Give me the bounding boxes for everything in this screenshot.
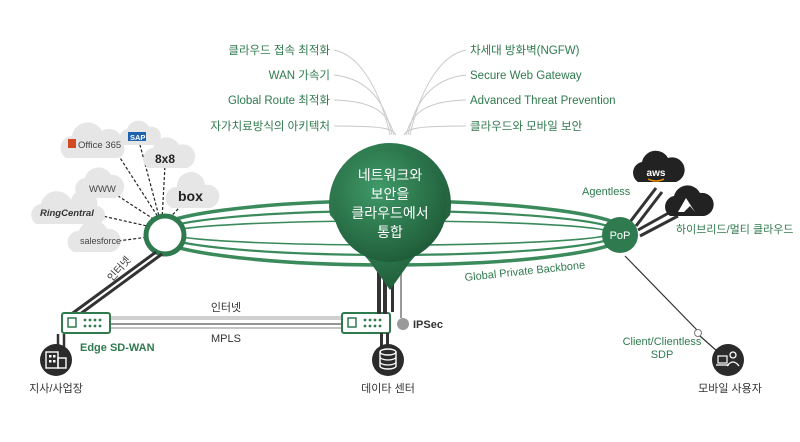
center-hub [329, 143, 452, 290]
mpls-label: MPLS [211, 333, 241, 345]
cloud-ringcentral-label: RingCentral [40, 208, 94, 219]
hybrid-cloud-label: 하이브리드/멀티 클라우드 [676, 222, 793, 236]
internet-link [65, 250, 163, 322]
branch-label: 지사/사업장 [29, 382, 83, 395]
ipsec-label: IPSec [413, 319, 443, 331]
feature-ngfw: 차세대 방화벽(NGFW) [470, 44, 580, 57]
edge-device-left [61, 312, 111, 334]
edge-device-datacenter [341, 312, 391, 334]
pop-label: PoP [610, 230, 631, 242]
ipsec-dot [397, 318, 409, 330]
azure-cloud [665, 185, 714, 216]
agentless-label: Agentless [582, 186, 631, 198]
cloud-8x8-label: 8x8 [155, 152, 175, 166]
center-line-4: 통합 [377, 224, 403, 240]
internet-node-left [143, 213, 187, 257]
cloud-sap: SAP [119, 120, 161, 145]
datacenter-label: 데이타 센터 [361, 382, 415, 395]
cloud-office365-label: Office 365 [78, 140, 121, 151]
cloud-salesforce: salesforce [67, 220, 121, 252]
feature-atp: Advanced Threat Prevention [470, 95, 616, 107]
cloud-box-label: box [178, 188, 203, 204]
features-left: 클라우드 접속 최적화 WAN 가속기 Global Route 최적화 자가치… [210, 44, 330, 133]
mobile-user-icon [712, 344, 744, 376]
features-right: 차세대 방화벽(NGFW) Secure Web Gateway Advance… [470, 44, 616, 133]
feature-wan-accel: WAN 가속기 [269, 69, 330, 82]
cloud-office365: Office 365 [60, 122, 125, 158]
sdp-label: SDP [651, 349, 674, 361]
internet-mid-label: 인터넷 [211, 301, 241, 314]
cloud-box: box [165, 171, 220, 208]
pop-node: PoP [602, 217, 638, 253]
aws-label: aws [647, 168, 666, 179]
wan-links [110, 316, 342, 329]
center-pillars [377, 272, 402, 349]
feature-global-route: Global Route 최적화 [228, 94, 330, 107]
client-label: Client/Clientless [623, 336, 702, 348]
aws-cloud: aws [633, 150, 685, 182]
cloud-ringcentral: RingCentral [31, 189, 106, 225]
feature-self-healing: 자가치료방식의 아키텍처 [210, 120, 330, 133]
mobile-user-label: 모바일 사용자 [698, 381, 762, 395]
sdp-connector [694, 329, 702, 337]
center-text: 네트워크와 보안을 클라우드에서 통합 [351, 167, 428, 240]
center-line-2: 보안을 [371, 186, 410, 202]
pop-links [624, 187, 719, 353]
feature-swg: Secure Web Gateway [470, 70, 582, 82]
center-line-1: 네트워크와 [358, 167, 423, 183]
edge-sdwan-label: Edge SD-WAN [80, 342, 155, 354]
feature-cloud-access: 클라우드 접속 최적화 [228, 44, 330, 57]
cloud-sap-label: SAP [130, 133, 145, 142]
building-icon [40, 344, 72, 376]
feature-fan-lines [333, 49, 467, 136]
feature-cloud-mobile: 클라우드와 모바일 보안 [470, 119, 583, 133]
database-icon [372, 344, 404, 376]
center-line-3: 클라우드에서 [351, 205, 428, 221]
cloud-8x8: 8x8 [143, 137, 196, 168]
cloud-www-label: WWW [89, 184, 116, 195]
cloud-salesforce-label: salesforce [80, 236, 121, 246]
